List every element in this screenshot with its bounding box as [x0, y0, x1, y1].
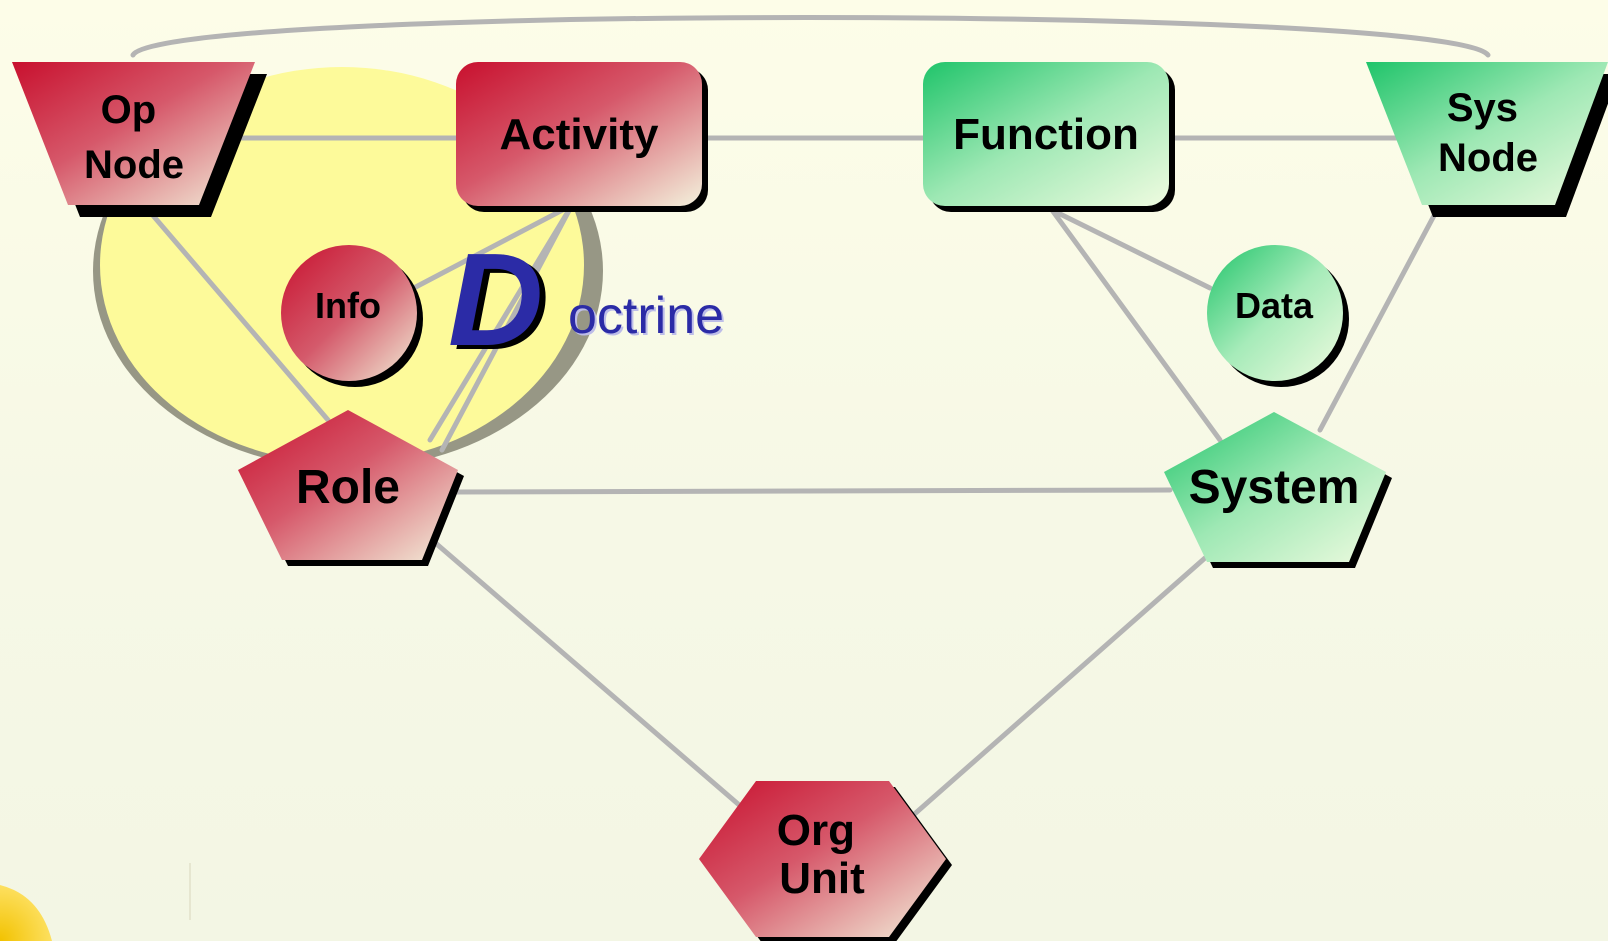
data-node: Data: [1207, 245, 1349, 387]
sys-node-label-line2: Node: [1438, 136, 1538, 180]
connector-function-system: [1049, 207, 1223, 443]
op-node: Op Node: [12, 62, 267, 217]
org-unit-label-line1: Org: [777, 806, 855, 855]
connectors: [130, 15, 1491, 821]
connector-system-orgunit: [907, 555, 1208, 821]
activity-node: Activity: [456, 62, 708, 212]
connector-activity-info: [407, 202, 575, 293]
function-node: Function: [923, 62, 1175, 212]
doctrine-wordmark: D D octrine octrine: [448, 226, 726, 377]
connector-activity-role-a: [439, 202, 575, 453]
activity-label: Activity: [500, 110, 659, 159]
system-node: System: [1164, 412, 1392, 568]
op-node-label-line2: Node: [84, 143, 184, 187]
role-node: Role: [238, 410, 464, 566]
function-label: Function: [953, 110, 1139, 159]
org-unit-label-line2: Unit: [779, 854, 865, 903]
connector-sysnode-system: [1317, 207, 1440, 433]
connector-opnode-sysnode-arc: [130, 15, 1491, 58]
svg-text:Sys Node: Sys Node: [1438, 86, 1538, 180]
corner-decoration: [0, 885, 52, 941]
connector-opnode-role: [147, 209, 331, 423]
doctrine-rest-shadow: octrine: [570, 289, 726, 347]
connector-function-data: [1049, 207, 1213, 291]
op-node-label-line1: Op: [101, 88, 157, 132]
info-label: Info: [315, 285, 381, 326]
svg-text:Org Unit: Org Unit: [777, 806, 867, 903]
doctrine-rest: octrine: [568, 287, 724, 345]
org-unit-node: Org Unit: [699, 781, 952, 941]
doctrine-initial: D: [448, 226, 543, 373]
system-label: System: [1189, 461, 1360, 514]
data-label: Data: [1235, 285, 1314, 326]
connector-role-system: [449, 487, 1173, 495]
sys-node-label-line1: Sys: [1447, 86, 1518, 130]
svg-text:Op Node: Op Node: [84, 88, 184, 187]
doctrine-initial-shadow: D: [454, 230, 549, 377]
role-label: Role: [296, 461, 400, 514]
connector-role-orgunit: [429, 537, 748, 813]
connector-activity-role-b: [427, 202, 575, 443]
sys-node: Sys Node: [1366, 62, 1608, 217]
info-node: Info: [281, 245, 423, 387]
